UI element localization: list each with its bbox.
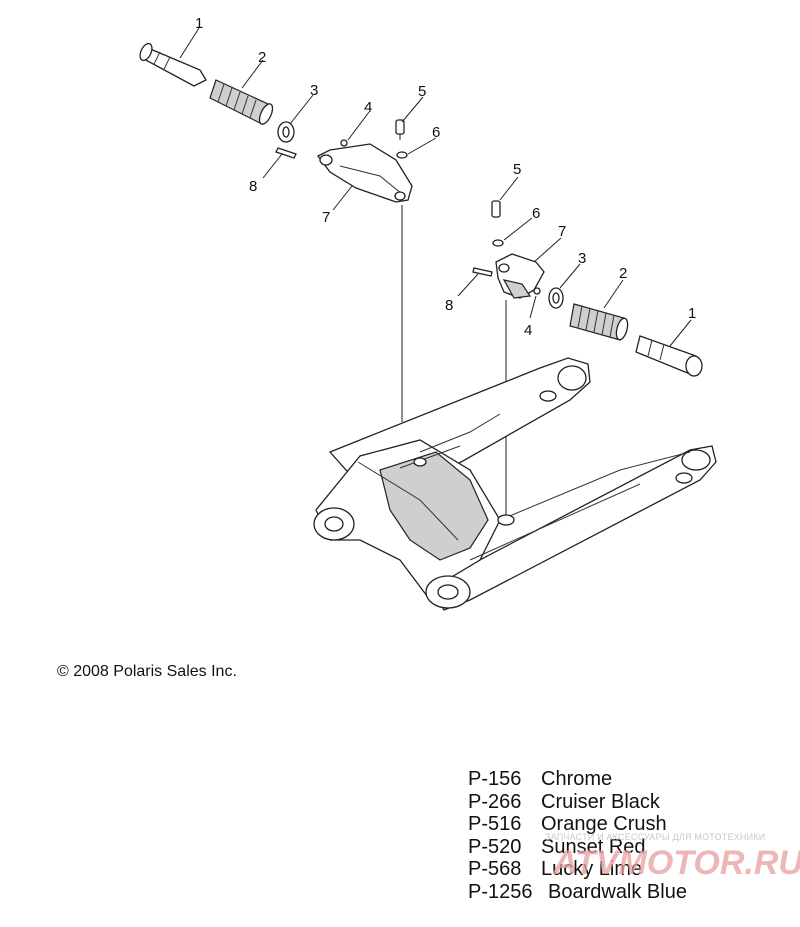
peg-pin-right: [635, 335, 703, 377]
callout-2-right: 2: [619, 265, 627, 282]
callout-6-left: 6: [432, 124, 440, 141]
legend-name: Orange Crush: [541, 813, 667, 835]
callout-4-right: 4: [524, 322, 532, 339]
legend-row: P-516 Orange Crush: [468, 813, 687, 836]
footrest-bracket-left: [317, 143, 413, 203]
legend-row: P-156 Chrome: [468, 768, 687, 791]
callout-1-right: 1: [688, 305, 696, 322]
legend-code: P-520: [468, 835, 522, 858]
callout-2-left: 2: [258, 49, 266, 66]
callout-1-left: 1: [195, 15, 203, 32]
watermark-tagline: ЗАПЧАСТИ И АКСЕССУАРЫ ДЛЯ МОТОТЕХНИКИ: [545, 832, 766, 842]
watermark: ЗАПЧАСТИ И АКСЕССУАРЫ ДЛЯ МОТОТЕХНИКИ AT…: [545, 832, 800, 892]
exploded-parts-diagram: 1 2 3 4 5 6 7 8 5 6 7 3 2 1 8 4: [139, 15, 717, 611]
legend-code: P-516: [468, 813, 522, 835]
callout-3-right: 3: [578, 250, 586, 267]
lock-washer-right: [492, 239, 504, 247]
bolt-right: [491, 200, 501, 218]
callout-5-right: 5: [513, 161, 521, 178]
legend-name: Sunset Red: [541, 835, 646, 858]
callout-8-left: 8: [249, 178, 257, 195]
pivot-pin-right: [472, 267, 493, 277]
lock-washer-left: [396, 151, 408, 159]
legend-code: P-156: [468, 768, 522, 790]
legend-name: Cruiser Black: [541, 790, 660, 813]
legend-code: P-266: [468, 790, 522, 813]
callout-6-right: 6: [532, 205, 540, 222]
legend-name: Boardwalk Blue: [548, 880, 687, 903]
legend-code: P-568: [468, 858, 522, 880]
swing-arm: [313, 357, 717, 611]
pivot-pin-left: [275, 147, 297, 159]
copyright-notice: © 2008 Polaris Sales Inc.: [57, 663, 237, 680]
callout-7-right: 7: [558, 223, 566, 240]
legend-name: Lucky Lime: [541, 858, 643, 880]
callout-5-left: 5: [418, 83, 426, 100]
callout-7-left: 7: [322, 209, 330, 226]
legend-row: P-520 Sunset Red: [468, 836, 687, 859]
color-legend: P-156 Chrome P-266 Cruiser Black P-516 Oran…: [468, 768, 687, 903]
callout-4-left: 4: [364, 99, 372, 116]
rubber-grip-left: [209, 79, 274, 125]
left-footrest-assembly: [139, 27, 437, 422]
callout-3-left: 3: [310, 82, 318, 99]
bolt-left: [395, 119, 405, 140]
legend-name: Chrome: [541, 768, 613, 790]
rubber-grip-right: [569, 303, 629, 341]
peg-pin-left: [139, 42, 207, 87]
watermark-logo: ATVMOTOR.RU: [553, 844, 800, 882]
detent-ball-left: [340, 139, 348, 147]
right-footrest-assembly: [457, 176, 703, 518]
legend-row: P-568 Lucky Lime: [468, 858, 687, 881]
legend-row: P-266 Cruiser Black: [468, 791, 687, 814]
callout-8-right: 8: [445, 297, 453, 314]
legend-row: P-1256 Boardwalk Blue: [468, 881, 687, 904]
detent-ball-right: [533, 287, 541, 295]
legend-code: P-1256: [468, 880, 533, 903]
